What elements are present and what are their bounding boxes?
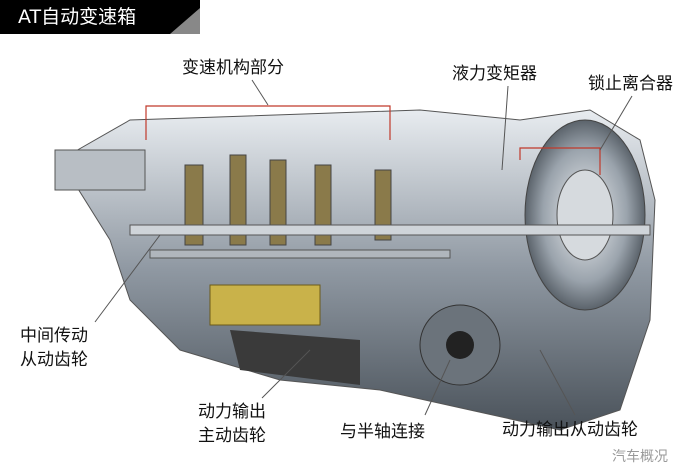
label-gear-mechanism: 变速机构部分	[182, 58, 284, 78]
label-lockup-clutch: 锁止离合器	[588, 74, 673, 94]
label-output-drive-gear-1: 动力输出	[198, 402, 266, 422]
label-torque-converter: 液力变矩器	[452, 64, 537, 84]
page-title: AT自动变速箱	[18, 6, 137, 28]
label-half-shaft: 与半轴连接	[340, 422, 425, 442]
title-banner: AT自动变速箱	[0, 0, 200, 34]
label-output-driven-gear: 动力输出从动齿轮	[502, 420, 638, 440]
label-intermediate-driven-gear-2: 从动齿轮	[20, 350, 88, 370]
label-output-drive-gear-2: 主动齿轮	[198, 426, 266, 446]
label-intermediate-driven-gear-1: 中间传动	[20, 326, 88, 346]
watermark: 汽车概况	[612, 449, 668, 465]
